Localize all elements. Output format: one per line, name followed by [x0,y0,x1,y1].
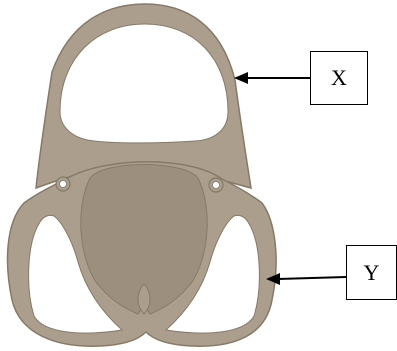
label-x-box: X [310,51,368,105]
lower-body-structure [8,162,277,346]
left-joint-hook [56,177,70,191]
right-joint-hook [209,178,223,192]
pointer-arrow-x [234,72,310,84]
label-y-text: Y [364,260,380,286]
pointer-arrow-y [266,273,346,285]
label-y-box: Y [346,245,397,300]
label-x-text: X [331,65,347,91]
upper-arch-structure [36,4,251,188]
